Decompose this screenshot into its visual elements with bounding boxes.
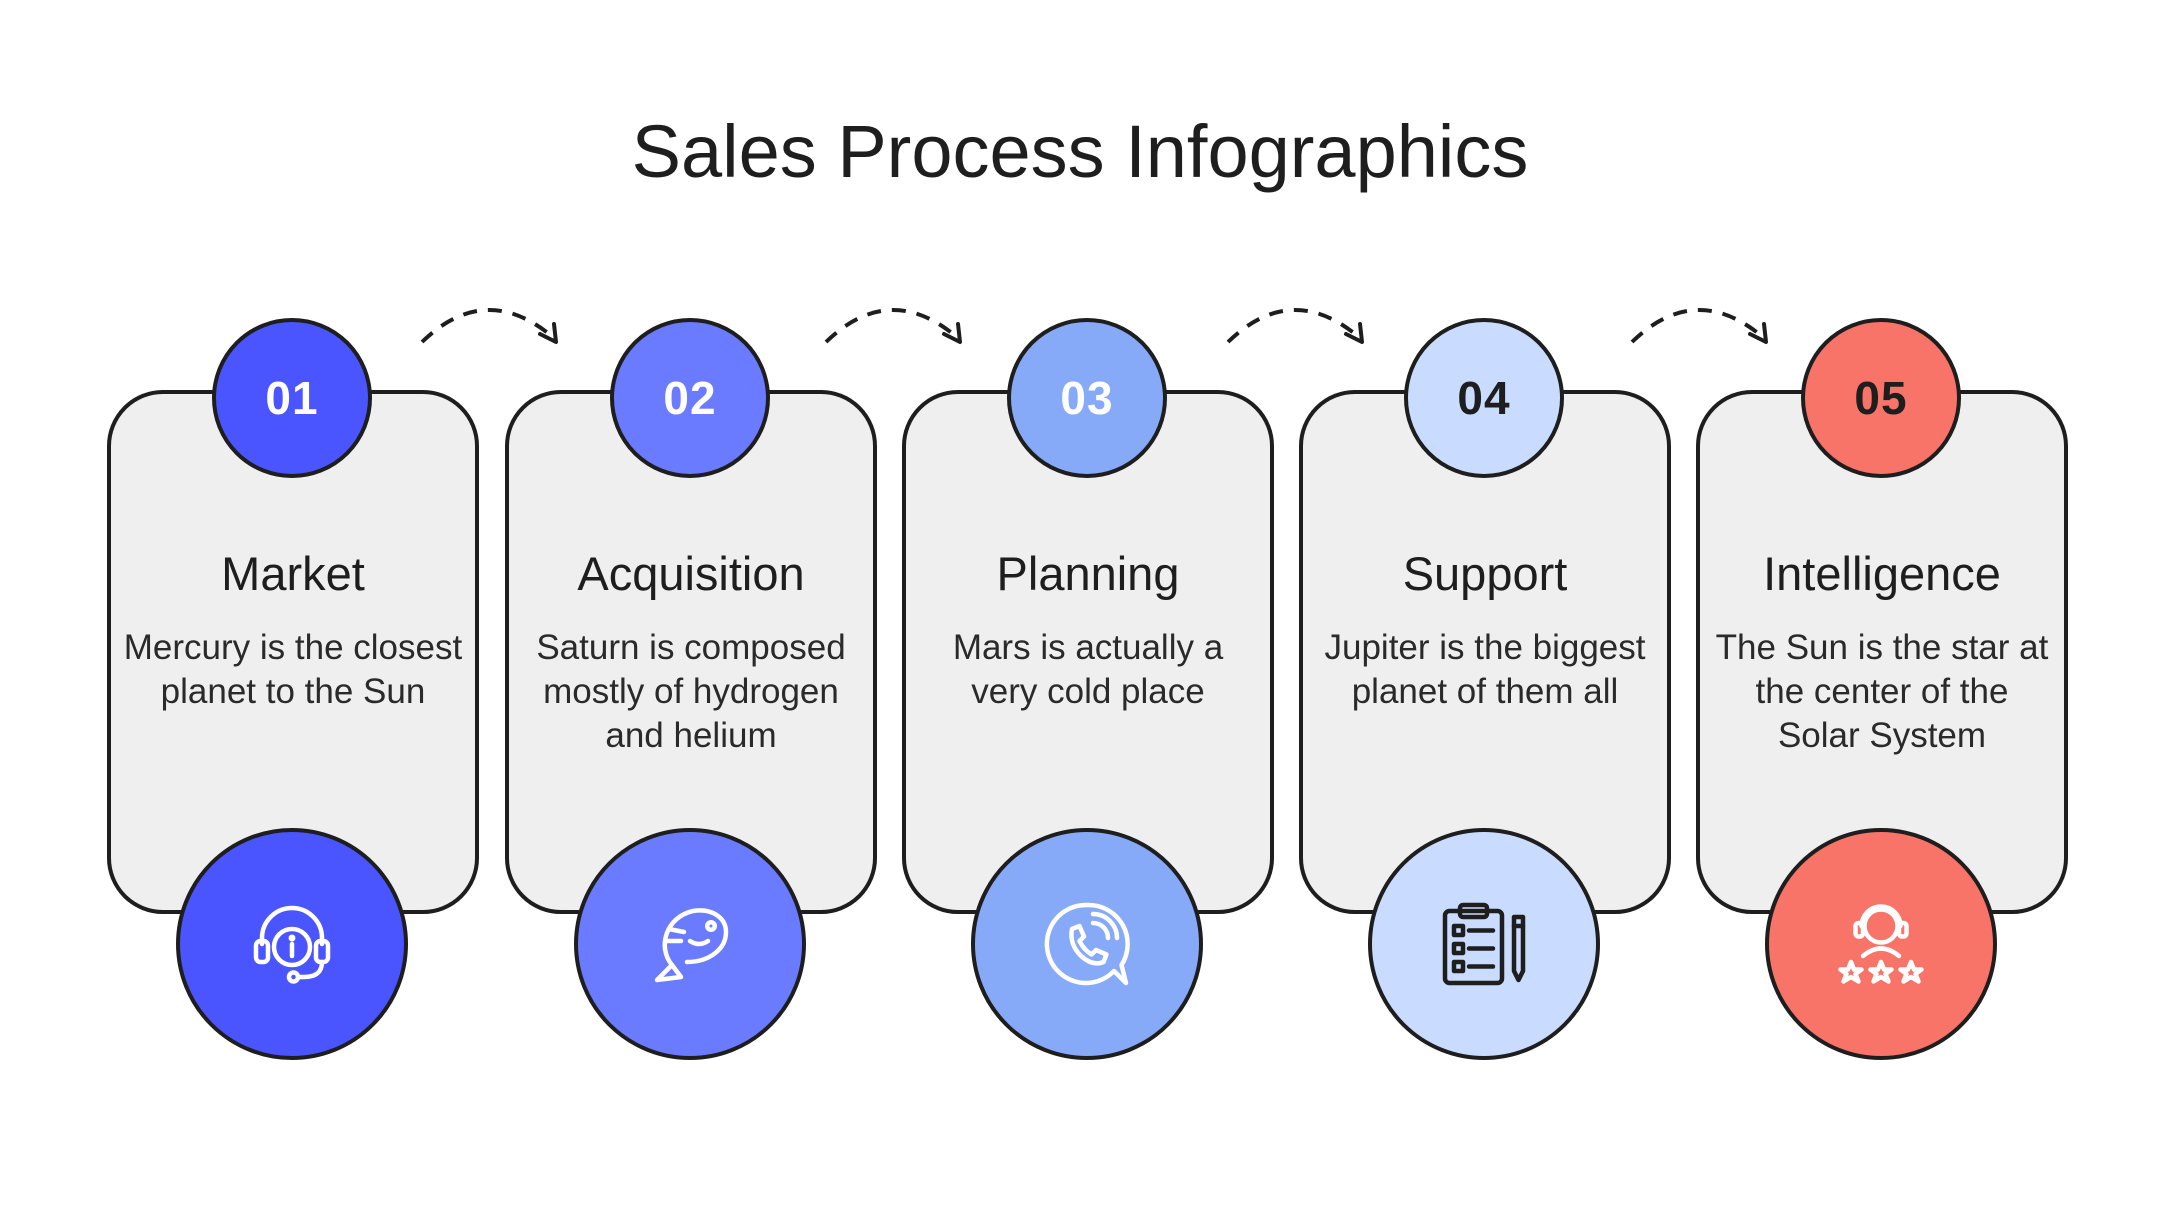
step-icon-circle [971,828,1203,1060]
step-number: 01 [265,372,319,424]
step-number: 03 [1060,372,1114,424]
step-number-badge: 01 [212,318,372,478]
step-number: 02 [663,372,717,424]
dashed-arrow-1-to-2 [420,308,558,344]
step-number-badge: 05 [1801,318,1961,478]
clipboard-list-icon [1442,902,1526,986]
step-number: 04 [1457,372,1511,424]
dashed-arrow-2-to-3 [824,308,962,344]
dashed-arrow-3-to-4 [1226,308,1364,344]
step-description: The Sun is the star at the center of the… [1715,628,2049,755]
step-icon-circle [574,828,806,1060]
step-4: 04 Support Jupiter is the biggest planet… [1299,318,1671,1060]
agent-rating-icon [1838,904,1924,984]
step-icon-circle [176,828,408,1060]
step-1: 01 Market Mercury is the closest planet … [107,318,479,1060]
headset-info-icon [253,905,331,984]
step-heading: Acquisition [577,547,805,600]
step-heading: Planning [996,547,1180,600]
step-number-badge: 04 [1404,318,1564,478]
step-heading: Support [1402,547,1568,600]
step-description: Saturn is composed mostly of hydrogen an… [536,628,846,755]
step-heading: Intelligence [1763,547,2001,600]
step-number-badge: 02 [610,318,770,478]
step-heading: Market [221,547,365,600]
step-3: 03 Planning Mars is actually a very cold… [902,318,1274,1060]
phone-chat-icon [1044,902,1130,986]
fish-icon [654,908,729,983]
step-number: 05 [1854,372,1908,424]
page-title: Sales Process Infographics [631,110,1529,193]
step-2: 02 Acquisition Saturn is composed mostly… [505,318,877,1060]
dashed-arrow-4-to-5 [1630,308,1768,344]
step-description: Jupiter is the biggest planet of them al… [1324,628,1646,711]
step-icon-circle [1765,828,1997,1060]
step-number-badge: 03 [1007,318,1167,478]
step-icon-circle [1368,828,1600,1060]
step-description: Mercury is the closest planet to the Sun [123,628,463,711]
step-5: 05 Intelligence The Sun is the star at t… [1696,318,2068,1060]
step-description: Mars is actually a very cold place [952,628,1224,711]
